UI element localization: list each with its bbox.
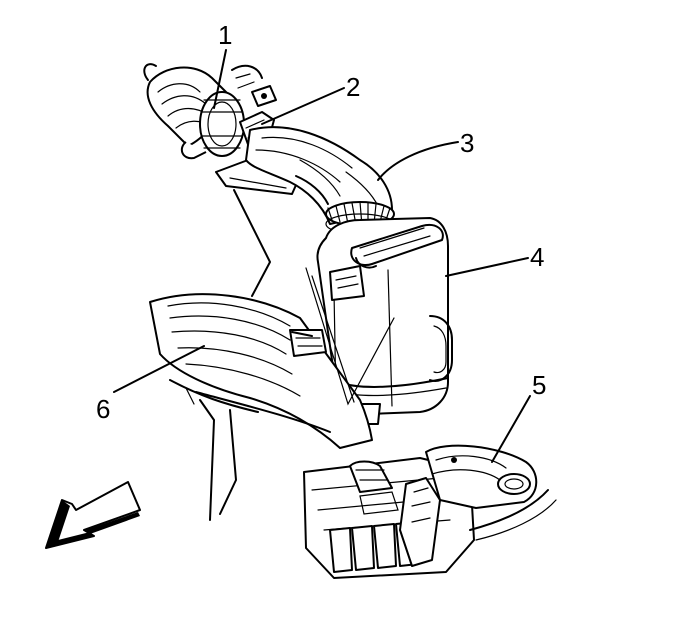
air-cleaner-box (316, 217, 453, 425)
mounting-bracket (149, 293, 373, 521)
leader-1 (213, 49, 227, 109)
callout-2: 2 (346, 72, 361, 102)
leader-lines (113, 49, 531, 463)
leader-2 (261, 87, 345, 125)
callout-3: 3 (460, 128, 475, 158)
callout-6: 6 (96, 394, 111, 424)
leader-3 (377, 141, 459, 181)
leader-5 (491, 395, 531, 463)
front-arrow-icon (45, 481, 141, 549)
callout-4: 4 (530, 242, 545, 272)
leader-4 (445, 257, 529, 277)
callout-5: 5 (532, 370, 547, 400)
callout-1: 1 (218, 20, 233, 50)
clamp (180, 85, 277, 160)
leader-6 (113, 345, 205, 393)
support-lines (233, 189, 395, 406)
resonator-assembly (303, 444, 557, 579)
